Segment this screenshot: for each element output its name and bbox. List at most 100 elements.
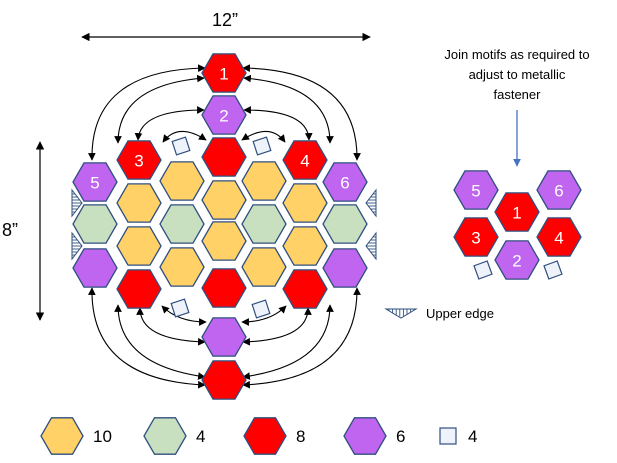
hex-yellow	[241, 247, 287, 287]
square-motifs	[170, 136, 272, 319]
small-square-motif	[473, 260, 493, 280]
hex-purple-bottom	[201, 317, 247, 357]
connector-arrow	[241, 305, 287, 326]
joined-motif-example: 5 6 1 3 4 2	[453, 170, 582, 280]
upper-edge-mark-right	[365, 188, 377, 218]
upper-edge-label: Upper edge	[426, 306, 494, 321]
connector-arrow	[242, 304, 334, 380]
small-motif-6-number: 6	[554, 182, 563, 201]
hex-red	[282, 269, 328, 309]
hex-green	[241, 204, 287, 244]
annotation: Join motifs as required to adjust to met…	[444, 47, 590, 167]
legend-item-yellow: 10	[40, 417, 112, 455]
small-motif-2-number: 2	[512, 252, 521, 271]
legend-item-red: 8	[243, 417, 305, 455]
motif-3-number: 3	[134, 152, 143, 171]
connector-arrow	[242, 307, 312, 346]
motif-6: 6	[322, 162, 368, 202]
legend-swatch	[439, 427, 457, 445]
motif-6-number: 6	[340, 174, 349, 193]
motif-2: 2	[201, 95, 247, 135]
hex-green	[72, 204, 118, 244]
small-motif-1: 1	[494, 192, 540, 232]
motif-4-number: 4	[300, 152, 309, 171]
hex-yellow	[159, 161, 205, 201]
legend-swatch	[40, 417, 84, 455]
connector-arrow	[162, 130, 207, 143]
hex-yellow	[241, 161, 287, 201]
upper-edge-marks	[71, 188, 377, 261]
connector-arrow	[114, 304, 206, 380]
width-dimension: 12”	[81, 10, 371, 42]
upper-edge-icon	[384, 308, 418, 319]
legend-count: 4	[196, 427, 205, 446]
motif-1: 1	[201, 53, 247, 93]
hex-red-top	[201, 137, 247, 177]
connector-arrow	[114, 74, 205, 144]
small-motif-2: 2	[494, 240, 540, 280]
annotation-line-2: adjust to metallic	[469, 67, 566, 82]
square-motif	[251, 299, 271, 319]
legend-item-purple: 6	[343, 417, 405, 455]
legend-swatch	[243, 417, 287, 455]
motif-2-number: 2	[219, 107, 228, 126]
hex-yellow	[159, 247, 205, 287]
square-motif	[252, 136, 272, 156]
hex-yellow	[116, 226, 162, 266]
upper-edge-mark-left	[71, 231, 83, 261]
height-label: 8”	[2, 220, 18, 240]
small-square-motif	[543, 260, 563, 280]
legend-count: 10	[93, 427, 112, 446]
motif-grid: 1 2 3 4 5 6	[72, 53, 368, 400]
legend-swatch	[343, 417, 387, 455]
connector-arrow	[134, 106, 205, 141]
upper-edge-mark-right	[365, 231, 377, 261]
small-motif-4-number: 4	[554, 229, 563, 248]
connector-arrow	[243, 106, 313, 141]
connector-arrow	[241, 130, 286, 143]
square-motif	[171, 136, 191, 156]
width-label: 12”	[212, 10, 238, 30]
connector-arrow	[136, 307, 206, 346]
hex-purple	[322, 248, 368, 288]
motif-3: 3	[116, 140, 162, 180]
legend-count: 6	[396, 427, 405, 446]
legend-item-square: 4	[439, 427, 477, 446]
upper-edge-mark-left	[71, 188, 83, 218]
motif-5: 5	[72, 162, 118, 202]
hex-green	[159, 204, 205, 244]
legend-swatch	[143, 417, 187, 455]
legend-count: 8	[296, 427, 305, 446]
annotation-line-3: fastener	[494, 87, 542, 102]
upper-edge-legend: Upper edge	[384, 306, 494, 321]
legend: 10 4 8 6 4	[40, 417, 477, 455]
small-motif-4: 4	[536, 217, 582, 257]
small-motif-3: 3	[453, 217, 499, 257]
connector-arrow	[161, 305, 207, 326]
square-motif	[170, 298, 190, 318]
motif-5-number: 5	[90, 174, 99, 193]
connector-arrow	[243, 74, 334, 144]
legend-item-green: 4	[143, 417, 205, 455]
annotation-line-1: Join motifs as required to	[444, 47, 589, 62]
small-motif-5-number: 5	[471, 182, 480, 201]
hex-red	[116, 269, 162, 309]
small-motif-6: 6	[536, 170, 582, 210]
hex-red-bottom	[201, 360, 247, 400]
motif-1-number: 1	[219, 65, 228, 84]
hex-green	[322, 204, 368, 244]
hex-yellow	[282, 226, 328, 266]
connector-arcs	[88, 64, 361, 389]
hex-yellow	[116, 183, 162, 223]
hex-yellow	[201, 221, 247, 261]
motif-4: 4	[282, 140, 328, 180]
height-dimension: 8”	[2, 141, 45, 321]
hex-purple	[72, 248, 118, 288]
small-motif-3-number: 3	[471, 229, 480, 248]
small-motif-1-number: 1	[512, 204, 521, 223]
small-motif-5: 5	[453, 170, 499, 210]
hex-red	[201, 268, 247, 308]
legend-count: 4	[468, 427, 477, 446]
hex-yellow	[282, 183, 328, 223]
